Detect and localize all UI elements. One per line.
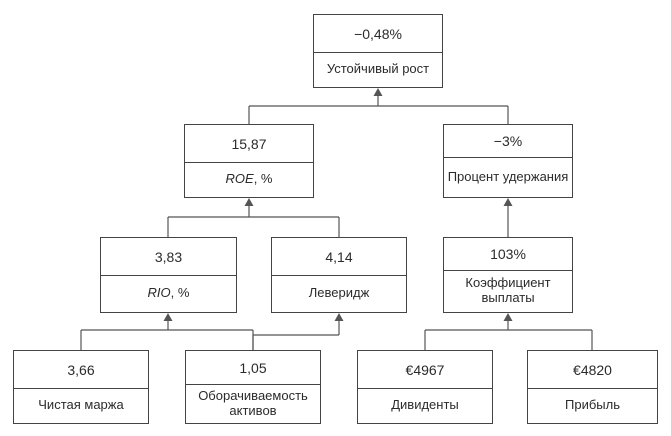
node-label: Процент удержания — [447, 168, 569, 184]
node-label: Чистая маржа — [38, 397, 124, 412]
node-retention: −3% Процент удержания — [443, 124, 573, 198]
node-leverage: 4,14 Леверидж — [271, 237, 407, 313]
node-label: ROE, % — [185, 160, 313, 197]
node-payout: 103% Коэффициент выплаты — [443, 237, 573, 313]
node-value: −0,48% — [314, 15, 442, 53]
node-net-margin: 3,66 Чистая маржа — [13, 350, 149, 424]
node-label-main: RIO — [147, 285, 171, 300]
arrow-head — [163, 313, 173, 321]
node-profit: €4820 Прибыль — [527, 350, 658, 424]
node-label: Коэффициент выплаты — [465, 275, 551, 305]
node-value: 3,66 — [14, 351, 148, 389]
arrow-head — [373, 88, 383, 96]
node-value: 1,05 — [186, 351, 320, 385]
arrow-head — [244, 198, 254, 206]
node-label: Прибыль — [565, 397, 620, 412]
node-label: Леверидж — [308, 285, 370, 300]
node-dividends: €4967 Дивиденты — [357, 350, 493, 424]
node-roe: 15,87 ROE, % — [184, 124, 314, 198]
node-value: €4820 — [528, 351, 657, 389]
node-value: 4,14 — [272, 238, 406, 276]
node-label-main: ROE — [225, 171, 254, 186]
node-label: Дивиденты — [391, 397, 459, 412]
node-value: 3,83 — [101, 238, 236, 276]
node-asset-turnover: 1,05 Оборачиваемость активов — [185, 350, 321, 424]
node-value: €4967 — [358, 351, 492, 389]
node-label-suffix: , % — [170, 285, 190, 300]
node-value: 15,87 — [185, 125, 313, 163]
node-value: 103% — [444, 238, 572, 271]
node-sustainable-growth: −0,48% Устойчивый рост — [313, 14, 443, 88]
arrow-head — [334, 313, 344, 321]
node-label: Устойчивый рост — [326, 61, 430, 76]
node-value: −3% — [444, 125, 572, 158]
node-label: Оборачиваемость активов — [198, 387, 308, 418]
node-label: RIO, % — [101, 273, 236, 312]
arrow-head — [503, 198, 513, 206]
arrow-head — [503, 313, 513, 321]
node-rio: 3,83 RIO, % — [100, 237, 237, 313]
node-label-suffix: , % — [253, 171, 273, 186]
